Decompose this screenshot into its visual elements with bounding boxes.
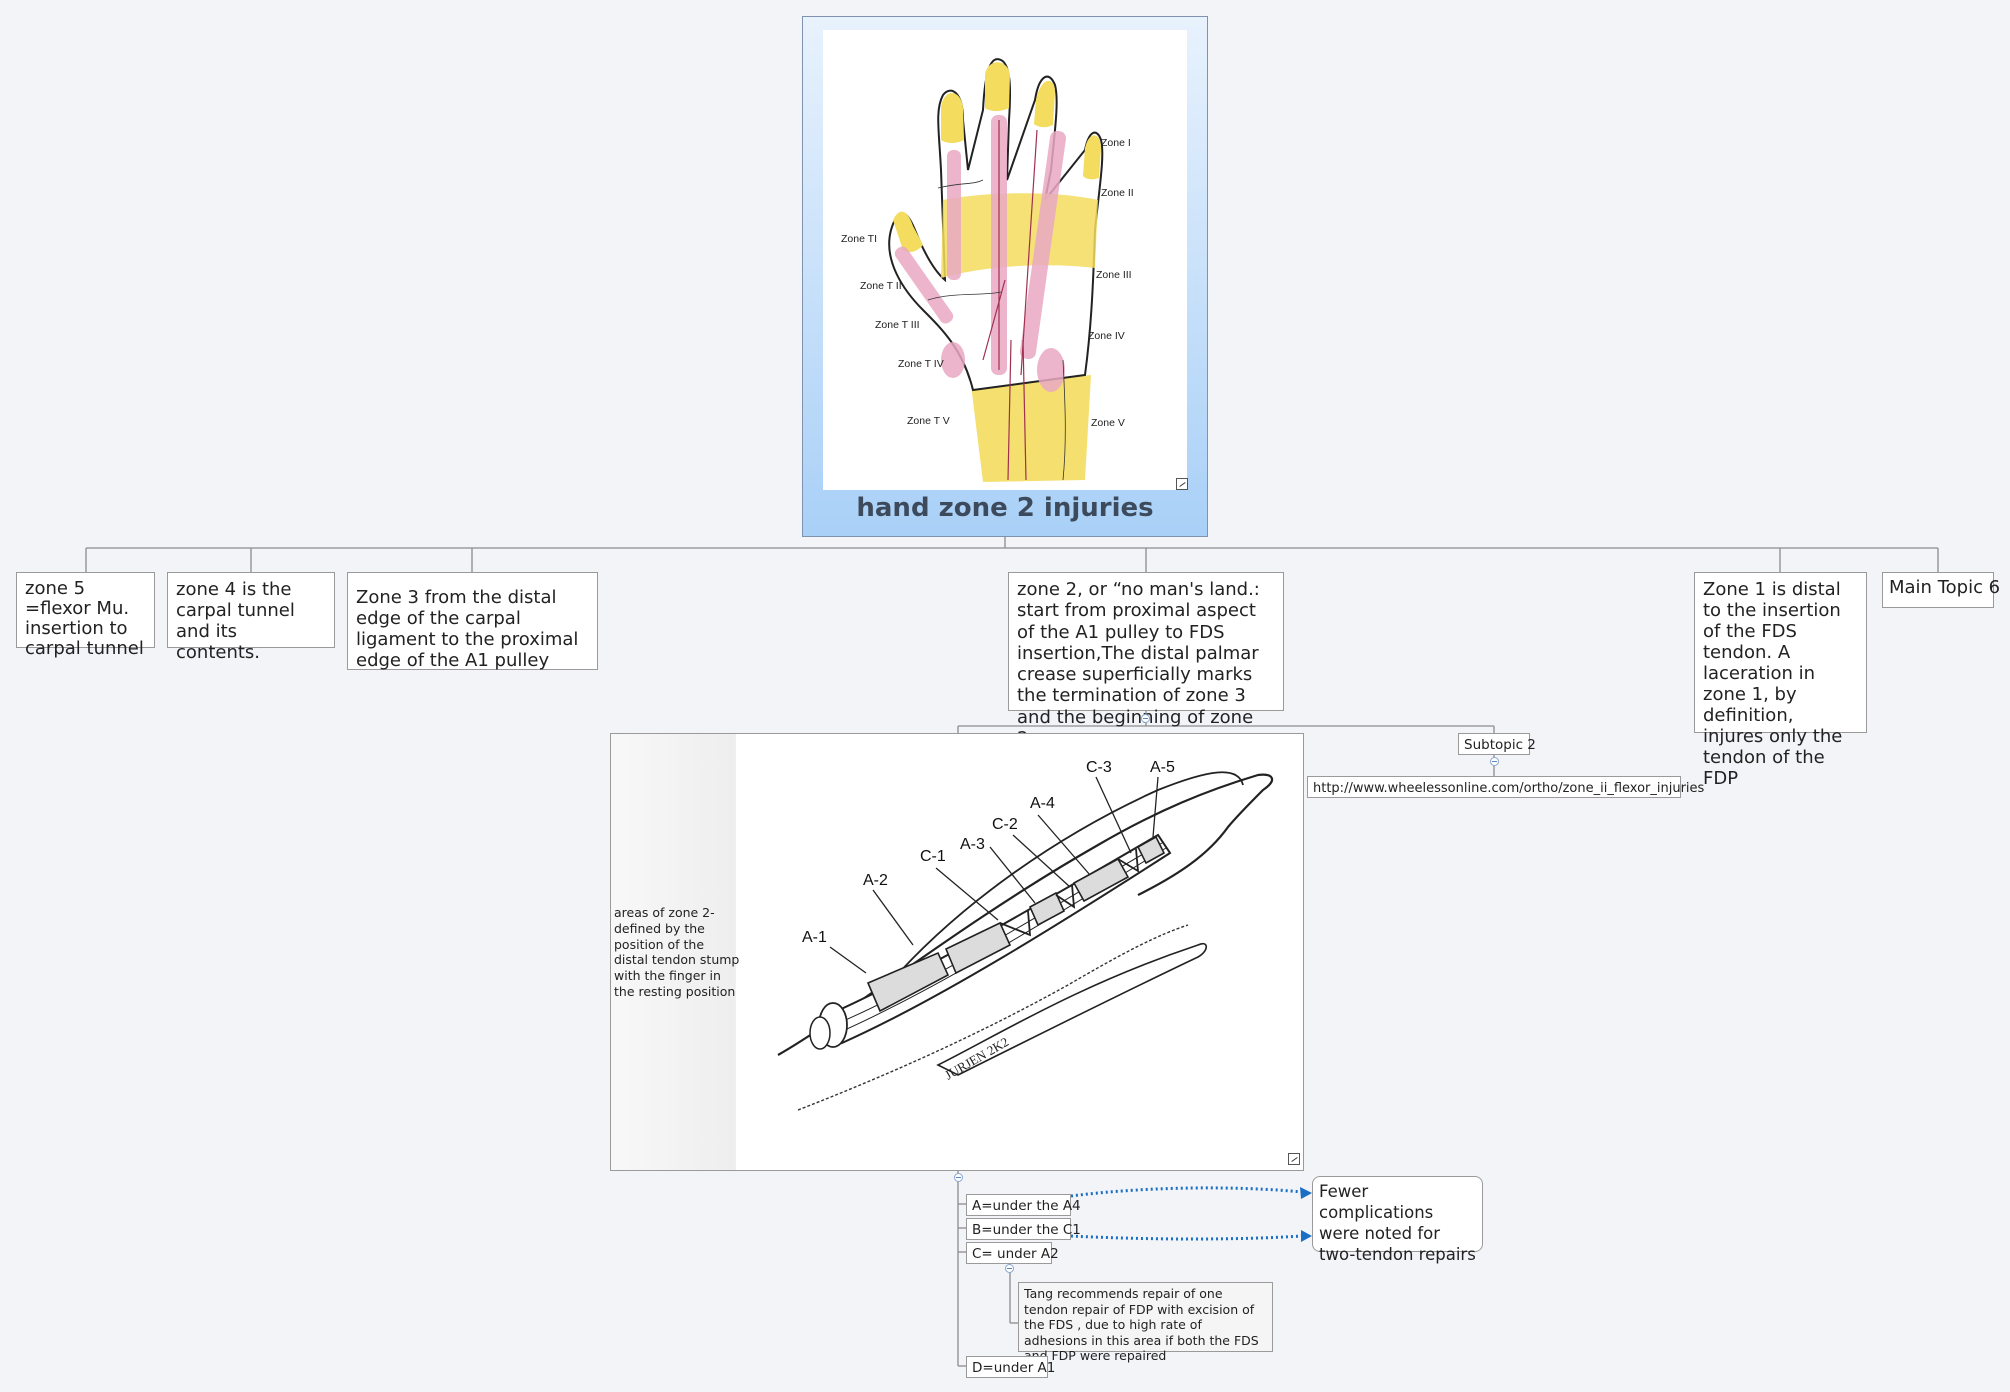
subtopic-2[interactable]: Subtopic 2 — [1458, 733, 1530, 755]
area-b[interactable]: B=under the C1 — [966, 1218, 1071, 1240]
pulley-label-a2: A-2 — [863, 872, 888, 889]
label-zone-ti: Zone TI — [841, 233, 877, 245]
label-zone-i: Zone I — [1101, 137, 1131, 149]
hand-zones-image: Zone I Zone II Zone III Zone IV Zone V Z… — [823, 30, 1187, 490]
tendon-image-caption: areas of zone 2- defined by the position… — [614, 905, 740, 1000]
label-zone-tiii: Zone T III — [875, 319, 920, 331]
topic-zone-4[interactable]: zone 4 is the carpal tunnel and its cont… — [167, 572, 335, 648]
pulley-label-c2: C-2 — [992, 816, 1018, 833]
area-c[interactable]: C= under A2 — [966, 1242, 1052, 1264]
pulley-label-a4: A-4 — [1030, 795, 1055, 812]
label-zone-tv: Zone T V — [907, 415, 950, 427]
topic-zone-2[interactable]: zone 2, or “no man's land.: start from p… — [1008, 572, 1284, 711]
collapse-tendon-topic-toggle[interactable] — [954, 1173, 963, 1182]
label-zone-ii: Zone II — [1101, 187, 1134, 199]
collapse-subtopic-2-toggle[interactable] — [1490, 757, 1499, 766]
label-zone-v: Zone V — [1091, 417, 1125, 429]
central-topic-title: hand zone 2 injuries — [802, 488, 1208, 528]
tendon-pulley-image: A-1 A-2 C-1 A-3 C-2 A-4 C-3 A-5 JURJEN 2… — [738, 735, 1302, 1169]
topic-zone-1[interactable]: Zone 1 is distal to the insertion of the… — [1694, 572, 1867, 733]
label-zone-tii: Zone T II — [860, 280, 902, 292]
pulley-label-a5: A-5 — [1150, 759, 1175, 776]
label-zone-iii: Zone III — [1096, 269, 1132, 281]
label-zone-iv: Zone IV — [1088, 330, 1125, 342]
topic-main-6[interactable]: Main Topic 6 — [1882, 572, 1994, 608]
label-zone-tiv: Zone T IV — [898, 358, 944, 370]
tang-recommendation[interactable]: Tang recommends repair of one tendon rep… — [1018, 1282, 1273, 1352]
topic-zone-3[interactable]: Zone 3 from the distal edge of the carpa… — [347, 572, 598, 670]
area-a[interactable]: A=under the A4 — [966, 1194, 1071, 1216]
pulley-label-a1: A-1 — [802, 929, 827, 946]
image-resize-icon[interactable] — [1288, 1153, 1300, 1165]
area-d[interactable]: D=under A1 — [966, 1356, 1048, 1378]
wheeless-link[interactable]: http://www.wheelessonline.com/ortho/zone… — [1307, 776, 1681, 798]
pulley-label-a3: A-3 — [960, 836, 985, 853]
collapse-area-c-toggle[interactable] — [1005, 1264, 1014, 1273]
collapse-zone-2-toggle[interactable] — [1141, 714, 1150, 723]
pulley-label-c1: C-1 — [920, 848, 946, 865]
topic-zone-5[interactable]: zone 5 =flexor Mu. insertion to carpal t… — [16, 572, 155, 648]
pulley-label-c3: C-3 — [1086, 759, 1112, 776]
two-tendon-callout[interactable]: Fewer complications were noted for two-t… — [1312, 1176, 1483, 1252]
